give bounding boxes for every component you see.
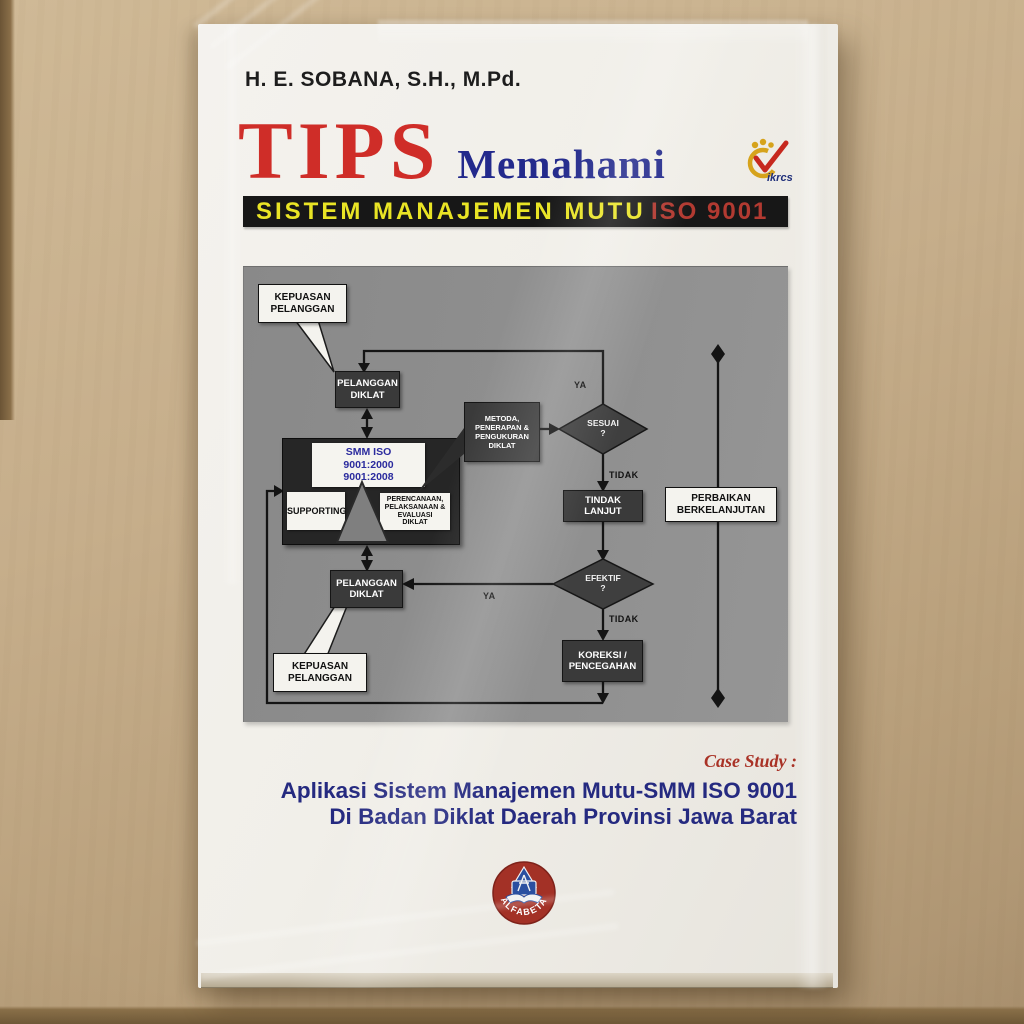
box-line: PELANGGAN bbox=[337, 378, 398, 390]
book-title: TIPS bbox=[238, 105, 441, 196]
decision-diamond-sesuai bbox=[557, 403, 649, 455]
case-study-label: Case Study : bbox=[703, 751, 797, 771]
callout-kepuasan-pelanggan-bottom: KEPUASAN PELANGGAN bbox=[273, 653, 367, 692]
plastic-glare-right bbox=[796, 24, 826, 988]
book-pages-edge bbox=[201, 973, 833, 988]
flowchart-panel: KEPUASAN PELANGGAN PELANGGAN DIKLAT SMM … bbox=[243, 266, 788, 722]
box-line: PERENCANAAN, bbox=[386, 495, 444, 503]
box-line: TINDAK bbox=[585, 494, 621, 506]
ikrcs-dot-1 bbox=[751, 141, 759, 149]
box-line: SUPPORTING bbox=[287, 505, 347, 516]
smm-line: 9001:2000 bbox=[343, 458, 394, 471]
alfabeta-monogram-icon bbox=[517, 874, 531, 892]
box-smm-iso: SMM ISO 9001:2000 9001:2008 bbox=[312, 443, 425, 487]
author-name: H. E. SOBANA, S.H., M.Pd. bbox=[245, 68, 522, 91]
box-koreksi-pencegahan: KOREKSI / PENCEGAHAN bbox=[562, 640, 643, 682]
box-pelanggan-diklat-top: PELANGGAN DIKLAT bbox=[335, 371, 400, 408]
callout-line: KEPUASAN bbox=[274, 291, 331, 303]
box-line: EVALUASI bbox=[397, 511, 433, 519]
box-line: DIKLAT bbox=[402, 519, 428, 527]
plastic-crinkle-top-left bbox=[188, 0, 468, 74]
ikrcs-dot-3 bbox=[768, 142, 774, 148]
alfabeta-publisher-logo: ALFABETA bbox=[492, 861, 556, 925]
callout-tail-bottom bbox=[301, 605, 349, 657]
ikrcs-dot-2 bbox=[759, 138, 767, 146]
alfabeta-shield-icon bbox=[511, 880, 537, 896]
box-line: DIKLAT bbox=[350, 389, 385, 401]
case-study-line1: Aplikasi Sistem Manajemen Mutu-SMM ISO 9… bbox=[280, 778, 797, 803]
diamond-line: ? bbox=[600, 583, 606, 594]
box-tindak-lanjut: TINDAK LANJUT bbox=[563, 490, 643, 522]
flowchart-connectors bbox=[265, 319, 725, 708]
box-line: DIKLAT bbox=[349, 589, 384, 600]
box-line: METODA, bbox=[484, 413, 520, 423]
alfabeta-rim bbox=[492, 861, 556, 925]
label-tidak-bottom: TIDAK bbox=[609, 614, 639, 624]
title-band: SISTEM MANAJEMEN MUTU ISO 9001 bbox=[243, 196, 788, 227]
smm-line: SMM ISO bbox=[345, 446, 392, 459]
box-line: DIKLAT bbox=[488, 441, 516, 451]
book-subtitle: Memahami bbox=[457, 141, 666, 187]
box-supporting: SUPPORTING bbox=[287, 492, 347, 530]
diamond-line: EFEKTIF bbox=[585, 573, 621, 583]
book-cover: H. E. SOBANA, S.H., M.Pd. TIPS Memahami … bbox=[188, 0, 838, 1000]
label-efektif: EFEKTIF ? bbox=[553, 573, 653, 593]
box-line: BERKELANJUTAN bbox=[676, 504, 766, 516]
box-line: PENGUKURAN bbox=[475, 432, 529, 441]
callout-kepuasan-pelanggan-top: KEPUASAN PELANGGAN bbox=[258, 284, 347, 323]
ikrcs-gold-ring bbox=[747, 147, 779, 179]
decision-diamond-efektif bbox=[551, 558, 655, 610]
box-line: PENERAPAN & bbox=[474, 422, 530, 432]
label-ya-left: YA bbox=[483, 591, 496, 601]
box-line: PELAKSANAAN & bbox=[384, 503, 446, 511]
case-study-block: Case Study : Aplikasi Sistem Manajemen M… bbox=[281, 751, 797, 830]
ikrcs-logo-text: ikrcs bbox=[767, 172, 793, 184]
callout-line: PELANGGAN bbox=[288, 672, 352, 684]
label-tidak-top: TIDAK bbox=[609, 470, 639, 480]
box-pelanggan-diklat-bottom: PELANGGAN DIKLAT bbox=[330, 570, 403, 608]
plastic-glare-top bbox=[378, 20, 808, 46]
label-sesuai: SESUAI ? bbox=[559, 418, 647, 438]
ikrcs-certification-icon: ikrcs bbox=[747, 138, 793, 184]
box-perencanaan: PERENCANAAN, PELAKSANAAN & EVALUASI DIKL… bbox=[380, 493, 450, 530]
background-bottom-shadow bbox=[0, 1006, 1024, 1024]
title-row: TIPS Memahami bbox=[238, 110, 666, 192]
smm-line: 9001:2008 bbox=[343, 471, 394, 484]
label-ya-top: YA bbox=[574, 380, 587, 390]
callout-tail-top bbox=[293, 319, 335, 373]
callout-line: PELANGGAN bbox=[270, 303, 335, 315]
arrowheads bbox=[274, 344, 725, 708]
diamond-line: SESUAI bbox=[587, 418, 619, 428]
box-metoda: METODA, PENERAPAN & PENGUKURAN DIKLAT bbox=[464, 402, 540, 462]
ikrcs-check-icon bbox=[753, 140, 789, 173]
diamond-line: ? bbox=[600, 428, 606, 439]
band-text-right: ISO 9001 bbox=[651, 197, 769, 225]
callout-line: KEPUASAN bbox=[291, 660, 349, 672]
box-perbaikan-berkelanjutan: PERBAIKAN BERKELANJUTAN bbox=[665, 487, 777, 522]
background-left-shadow bbox=[0, 0, 15, 420]
box-line: PERBAIKAN bbox=[691, 492, 751, 504]
case-study-line2: Di Badan Diklat Daerah Provinsi Jawa Bar… bbox=[329, 804, 797, 829]
box-line: KOREKSI / bbox=[578, 649, 627, 661]
box-line: PELANGGAN bbox=[336, 577, 397, 589]
box-line: LANJUT bbox=[584, 506, 622, 517]
box-line: PENCEGAHAN bbox=[568, 661, 637, 672]
connector-lines bbox=[265, 349, 720, 705]
alfabeta-book-icon bbox=[505, 893, 543, 904]
band-text-left: SISTEM MANAJEMEN MUTU bbox=[256, 197, 646, 225]
